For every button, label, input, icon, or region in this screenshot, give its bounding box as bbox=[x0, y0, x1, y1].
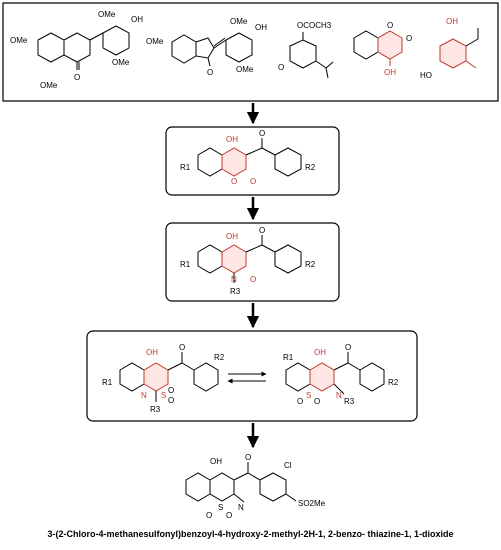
label-so-o: O bbox=[168, 396, 174, 405]
molecule-triketone bbox=[439, 28, 479, 69]
molecule-flavone bbox=[37, 25, 130, 70]
label-n: N bbox=[231, 275, 237, 284]
label-ococh3: OCOCH3 bbox=[297, 21, 332, 30]
tautomer-left: OH O N S O O R1 R2 R3 bbox=[102, 343, 225, 414]
molecule-hydroxycoumarin bbox=[353, 30, 403, 66]
panel-box bbox=[2, 2, 499, 102]
label-ome: OMe bbox=[10, 36, 28, 45]
label-oh: OH bbox=[210, 457, 222, 466]
label-so-o: O bbox=[314, 397, 320, 406]
label-oh: OH bbox=[446, 17, 458, 26]
label-n: N bbox=[141, 391, 147, 400]
label-ome: OMe bbox=[230, 17, 248, 26]
label-ring-o: O bbox=[231, 177, 237, 186]
label-r3: R3 bbox=[230, 287, 241, 296]
molecule-triketone-labels: OH HO bbox=[420, 17, 458, 80]
label-so2me: SO2Me bbox=[298, 499, 326, 508]
label-r1: R1 bbox=[180, 163, 191, 172]
label-n: N bbox=[336, 391, 342, 400]
label-oh: OH bbox=[255, 23, 267, 32]
panel-box bbox=[165, 126, 340, 196]
label-s: S bbox=[161, 391, 166, 400]
label-carbonyl-o: O bbox=[179, 343, 185, 352]
panel-natural-products: OH OMe OMe OMe OMe O OMe OH OMe OMe O bbox=[2, 2, 499, 102]
label-o: O bbox=[406, 34, 412, 43]
label-r2: R2 bbox=[388, 378, 399, 387]
final-compound: OH O Cl N S O O SO2Me bbox=[185, 453, 326, 520]
panel-benzothiazine-equilibrium: OH O N S O O R1 R2 R3 bbox=[86, 330, 418, 422]
label-so-o: O bbox=[226, 511, 232, 520]
tautomer-right: OH O N S O O R1 R2 R3 bbox=[283, 343, 399, 406]
label-s: S bbox=[218, 503, 223, 512]
label-so-o: O bbox=[297, 397, 303, 406]
label-o: O bbox=[387, 21, 393, 30]
label-o: O bbox=[278, 63, 284, 72]
label-so-o: O bbox=[206, 511, 212, 520]
label-o: O bbox=[207, 68, 213, 77]
molecule-acetoxy-labels: OCOCH3 O bbox=[278, 21, 332, 72]
molecule-aurone-labels: OMe OH OMe OMe O bbox=[146, 17, 267, 77]
molecule-aurone bbox=[171, 32, 253, 67]
label-cl: Cl bbox=[284, 461, 292, 470]
label-o: O bbox=[74, 73, 80, 82]
molecule-hydroxycoumarin-labels: O O OH bbox=[384, 21, 412, 77]
label-r3: R3 bbox=[344, 397, 355, 406]
label-oh: OH bbox=[226, 135, 238, 144]
label-r2: R2 bbox=[305, 260, 316, 269]
label-r1: R1 bbox=[180, 260, 191, 269]
panel-box bbox=[165, 222, 340, 302]
compound-caption: 3-(2-Chloro-4-methanesulfonyl)benzoyl-4-… bbox=[47, 529, 454, 539]
equilibrium-arrows bbox=[227, 371, 267, 384]
label-oh: OH bbox=[384, 68, 396, 77]
molecule-flavone-labels: OH OMe OMe OMe OMe O bbox=[10, 10, 143, 90]
label-lactam-o: O bbox=[250, 275, 256, 284]
panel-box bbox=[86, 330, 418, 422]
label-ho: HO bbox=[420, 71, 432, 80]
label-oh: OH bbox=[131, 15, 143, 24]
label-ome: OMe bbox=[236, 65, 254, 74]
label-ome: OMe bbox=[98, 10, 116, 19]
label-carbonyl-o: O bbox=[259, 226, 265, 235]
label-oh: OH bbox=[146, 348, 158, 357]
label-ome: OMe bbox=[112, 58, 130, 67]
label-r3: R3 bbox=[150, 405, 161, 414]
label-ome: OMe bbox=[146, 37, 164, 46]
label-lactone-o: O bbox=[250, 177, 256, 186]
label-ome: OMe bbox=[40, 81, 58, 90]
label-oh: OH bbox=[314, 348, 326, 357]
label-oh: OH bbox=[226, 232, 238, 241]
label-r1: R1 bbox=[283, 353, 294, 362]
molecule-acetoxy-cyclohexenone bbox=[289, 32, 334, 79]
label-n: N bbox=[238, 503, 244, 512]
label-s: S bbox=[306, 391, 311, 400]
label-r2: R2 bbox=[214, 353, 225, 362]
label-r2: R2 bbox=[305, 163, 316, 172]
label-so-o: O bbox=[168, 386, 174, 395]
label-carbonyl-o: O bbox=[259, 129, 265, 138]
panel-coumarin-scaffold: OH O O O R1 R2 bbox=[165, 126, 340, 196]
label-carbonyl-o: O bbox=[345, 343, 351, 352]
label-carbonyl-o: O bbox=[245, 453, 251, 462]
label-r1: R1 bbox=[102, 378, 113, 387]
panel-quinolinone-scaffold: OH O N O R1 R2 R3 bbox=[165, 222, 340, 302]
